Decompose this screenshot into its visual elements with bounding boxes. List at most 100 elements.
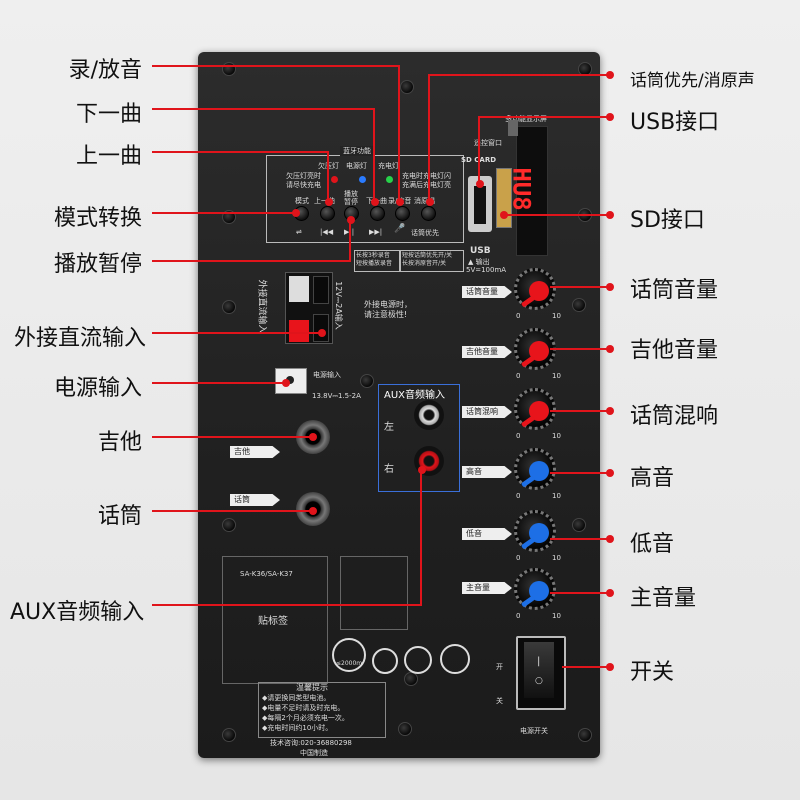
annotation-next: 下一曲	[75, 102, 142, 127]
annotation-mic-volume: 话筒音量	[630, 278, 719, 303]
power-input-label: 电源输入	[313, 371, 341, 379]
recycle-10-icon	[372, 648, 398, 674]
screw-icon	[572, 518, 586, 532]
usb-spec: 5V=100mA	[466, 266, 507, 274]
usb-output: ▲ 输出	[468, 258, 490, 266]
knob-label: 高音	[462, 466, 512, 478]
sd-card-slot[interactable]	[496, 168, 512, 228]
annotation-usb: USB接口	[630, 110, 720, 135]
annotation-power-input: 电源输入	[53, 376, 142, 401]
button-label: 模式	[295, 197, 309, 205]
remote-window-label: 遥控窗口	[474, 139, 502, 147]
display-title: 多功能显示屏	[505, 115, 547, 123]
altitude-text: ≤2000m	[336, 660, 363, 667]
button-label: 播放 暂停	[344, 190, 358, 206]
dc-input-label: 外接直流输入	[256, 279, 267, 334]
next-button[interactable]	[370, 206, 385, 221]
led-note: 充电时充电灯闪 充满后充电灯亮	[402, 172, 451, 189]
mic-note: 短按话筒优先开/关 长按消原音开/关	[402, 252, 453, 267]
annotation-power-switch: 开关	[630, 660, 675, 685]
knob-label: 吉他音量	[462, 346, 512, 358]
dc-spec: 12V⎓2A输入	[333, 281, 343, 330]
aux-left-label: 左	[384, 422, 394, 433]
mic-icon: 🎤	[394, 224, 406, 234]
previous-icon: |◀◀	[320, 228, 334, 236]
led-label: 电源灯	[346, 162, 367, 170]
annotation-master-volume: 主音量	[630, 586, 697, 611]
power-switch-label: 电源开关	[520, 727, 548, 735]
next-icon: ▶▶|	[369, 228, 383, 236]
label-area	[222, 556, 328, 684]
knob-label: 话筒音量	[462, 286, 512, 298]
knob-label: 主音量	[462, 582, 512, 594]
model-text: SA-K36/SA-K37	[240, 570, 293, 578]
safety-cert-icon	[440, 644, 470, 674]
bt-title: 蓝牙功能	[340, 146, 374, 156]
tech-support: 技术咨询:020-36880298	[270, 739, 352, 747]
annotation-mode: 模式转换	[53, 206, 142, 231]
record-note: 长按3秒录音 短按播放录音	[356, 252, 393, 267]
led-label: 充电灯	[378, 162, 399, 170]
annotation-bass: 低音	[630, 532, 675, 557]
switch-on-label: 开	[496, 663, 503, 671]
screw-icon	[222, 518, 236, 532]
treble-knob[interactable]	[514, 448, 556, 490]
switch-off-label: 关	[496, 697, 503, 705]
mic-echo-knob[interactable]	[514, 388, 556, 430]
tip-item: ◆每隔2个月必须充电一次。	[262, 714, 349, 722]
annotation-dc-input: 外接直流输入	[14, 326, 147, 351]
annotation-aux: AUX音频输入	[10, 600, 145, 625]
annotation-treble: 高音	[630, 466, 675, 491]
ir-receiver	[508, 120, 518, 136]
previous-button[interactable]	[320, 206, 335, 221]
aux-input-area	[378, 384, 460, 492]
button-label: 上一曲	[314, 196, 335, 206]
screw-icon	[398, 722, 412, 736]
tip-item: ◆充电时间约10小时。	[262, 724, 333, 732]
knob-label: 低音	[462, 528, 512, 540]
record-play-button[interactable]	[395, 206, 410, 221]
annotation-mic-echo: 话筒混响	[630, 404, 719, 429]
aux-right-label: 右	[384, 464, 394, 475]
bass-knob[interactable]	[514, 510, 556, 552]
button-label: 消原唱	[414, 197, 435, 205]
mode-icon: ⇌	[296, 228, 302, 236]
mic-priority-label: 话筒优先	[411, 229, 439, 237]
annotation-play-pause: 播放暂停	[53, 252, 142, 277]
screw-icon	[222, 728, 236, 742]
aux-title: AUX音频输入	[384, 390, 446, 401]
power-led	[359, 176, 366, 183]
guitar-tag: 吉他	[230, 446, 280, 458]
annotation-mic: 话筒	[97, 504, 142, 529]
annotation-record-play: 录/放音	[68, 58, 142, 83]
knob-label: 话筒混响	[462, 406, 512, 418]
usb-label: USB	[470, 246, 491, 256]
screw-icon	[578, 728, 592, 742]
annotation-guitar-volume: 吉他音量	[630, 338, 719, 363]
screw-icon	[404, 672, 418, 686]
sticker-text: 贴标签	[258, 616, 288, 627]
master-volume-knob[interactable]	[514, 568, 556, 610]
charge-led	[386, 176, 393, 183]
tips-box	[258, 682, 386, 738]
tip-item: ◆请更换同类型电池。	[262, 694, 331, 702]
annotation-previous: 上一曲	[75, 144, 142, 169]
power-spec: 13.8V⎓1.5-2A	[312, 392, 361, 400]
annotation-guitar: 吉他	[97, 430, 142, 455]
altitude-cert-icon	[332, 638, 366, 672]
display-screen	[516, 126, 548, 256]
tip-item: ◆电量不足时请及时充电。	[262, 704, 345, 712]
undervoltage-led	[331, 176, 338, 183]
mic-priority-button[interactable]	[421, 206, 436, 221]
annotation-mic-priority: 话筒优先/消原声	[630, 71, 755, 91]
led-note: 欠压灯亮时 请尽快充电	[286, 172, 321, 189]
blank-label-area	[340, 556, 408, 630]
mic-tag: 话筒	[230, 494, 280, 506]
screw-icon	[400, 80, 414, 94]
mic-volume-knob[interactable]	[514, 268, 556, 310]
tips-title: 温馨提示	[296, 683, 328, 692]
dc-warning: 外接电源时， 请注意极性!	[364, 300, 412, 319]
screw-icon	[572, 298, 586, 312]
made-in: 中国制造	[300, 749, 328, 757]
aux-left-jack[interactable]	[414, 400, 444, 430]
